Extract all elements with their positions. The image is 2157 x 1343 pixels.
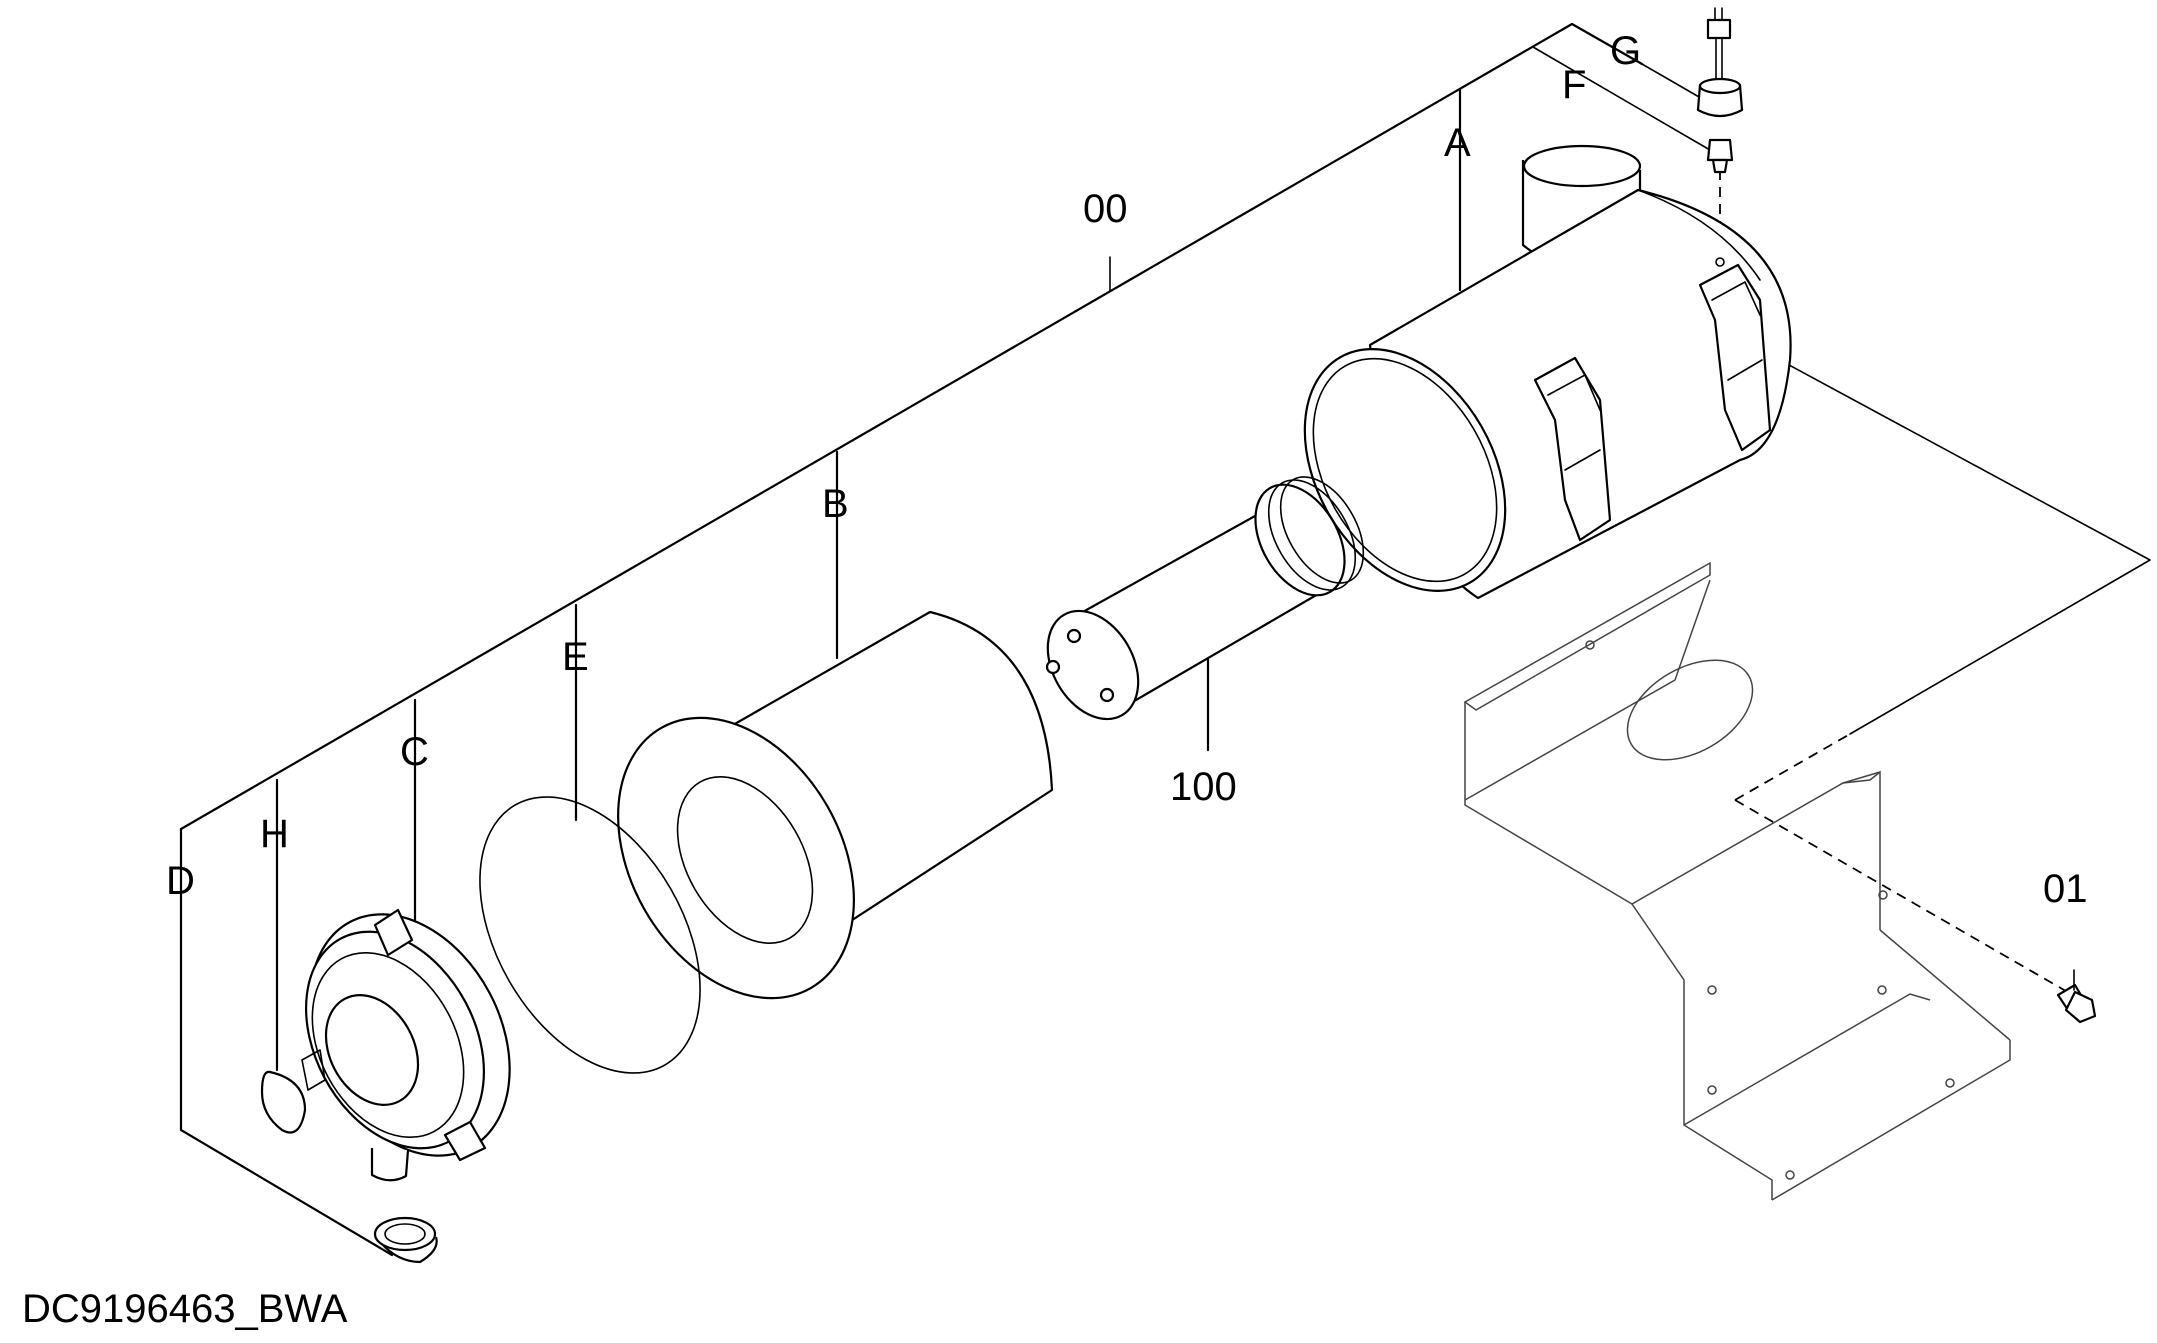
mounting-bracket <box>1463 561 2011 1201</box>
callout-b: B <box>822 482 849 526</box>
callout-g: G <box>1610 29 1641 73</box>
gasket-ring <box>479 796 701 1074</box>
leader-lines <box>179 22 2151 1257</box>
callout-a: A <box>1444 121 1471 165</box>
filter-housing <box>1303 144 1792 600</box>
callout-f: F <box>1562 63 1586 107</box>
callout-d: D <box>166 859 195 903</box>
filter-cover <box>301 908 511 1182</box>
callout-c: C <box>400 730 429 774</box>
primary-filter-element <box>617 610 1054 1000</box>
evacuator-cap <box>260 1070 307 1134</box>
callout-h: H <box>260 812 289 856</box>
document-id: DC9196463_BWA <box>22 1287 348 1331</box>
callout-01: 01 <box>2043 867 2088 911</box>
safety-filter-element <box>1045 476 1365 721</box>
restriction-indicator-sensor <box>1696 7 1744 267</box>
mounting-bolt <box>2056 969 2097 1024</box>
callout-e: E <box>562 635 589 679</box>
evacuator-valve <box>373 1216 438 1264</box>
callout-100: 100 <box>1170 765 1237 809</box>
callout-00: 00 <box>1083 187 1128 231</box>
callout-labels: 00 A B C D E F G H 100 01 <box>166 29 2088 911</box>
